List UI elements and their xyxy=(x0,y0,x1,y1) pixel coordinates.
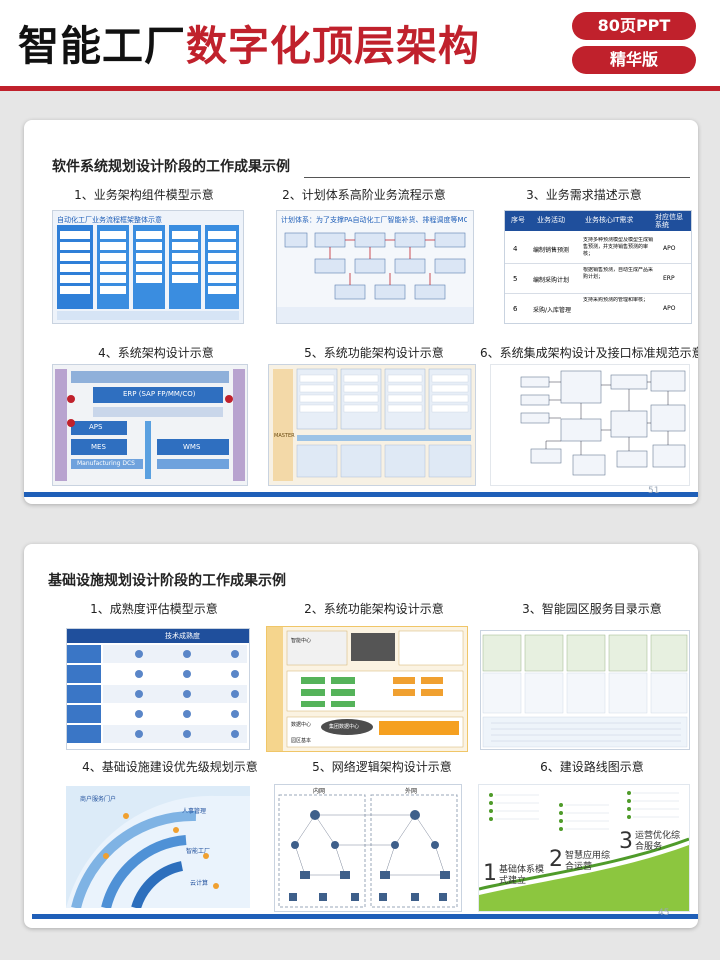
header-divider xyxy=(0,86,720,91)
integration-architecture-thumbnail xyxy=(490,364,690,486)
data-center-label: 数据中心 xyxy=(291,722,312,728)
table-header-cell: 序号 xyxy=(511,216,525,224)
slide-footer-bar xyxy=(24,492,698,497)
table-header: 序号 业务活动 业务核心IT需求 对应信息系统 xyxy=(505,211,691,231)
table-header-cell: 业务核心IT需求 xyxy=(585,216,634,224)
architecture-graphic xyxy=(55,369,245,481)
network-topology-graphic xyxy=(278,794,458,908)
table-row: 6 采购/入库管理 支持采购预测的管理和审核； APO xyxy=(505,295,691,323)
title-rule xyxy=(304,177,690,178)
roadmap-thumbnail: 1 基础体系模式建立 2 智慧应用综合运营 3 运营优化综合服务 xyxy=(478,784,690,912)
priority-plan-thumbnail: 商户服务门户 人事管理 智能工厂 云计算 xyxy=(66,786,250,908)
thumbnail-title: 自动化工厂业务流程框架整体示意 xyxy=(57,216,162,224)
table-row: 4 编制销售预测 支持多种预测模型及模型生成销售预测，并支持销售预测的审核； A… xyxy=(505,235,691,264)
roadmap-stage-name: 智慧应用综合运营 xyxy=(565,851,611,872)
edition-badge: 精华版 xyxy=(572,46,696,74)
wms-label: WMS xyxy=(183,443,201,451)
infra-function-thumbnail: 智能中心 数据中心 集团数据中心 园区基本 xyxy=(266,626,468,752)
priority-label: 智能工厂 xyxy=(186,848,211,855)
service-catalog-thumbnail xyxy=(480,630,690,750)
table-cell: APO xyxy=(663,305,676,312)
table-row: 5 编制采购计划 根据销售预测，自动生成产品采购计划； ERP xyxy=(505,265,691,294)
table-cell: 根据销售预测，自动生成产品采购计划； xyxy=(583,267,653,280)
roadmap-stage-name: 基础体系模式建立 xyxy=(499,865,545,886)
priority-label: 云计算 xyxy=(190,880,209,887)
table-cell: 5 xyxy=(513,275,518,283)
priority-label: 人事管理 xyxy=(182,808,207,815)
component-grid-graphic xyxy=(57,225,239,320)
dcs-label: Manufacturing DCS xyxy=(77,460,135,467)
table-cell: 支持多种预测模型及模型生成销售预测，并支持销售预测的审核； xyxy=(583,237,653,257)
flow-diagram-graphic xyxy=(277,232,473,323)
system-architecture-thumbnail: ERP (SAP FP/MM/CO) APS MES WMS Manufactu… xyxy=(52,364,248,486)
service-catalog-graphic xyxy=(482,634,688,748)
panel-caption: 4、系统架构设计示意 xyxy=(98,346,214,360)
table-cell: APO xyxy=(663,245,676,252)
intranet-label: 内网 xyxy=(313,788,326,795)
slide-page-number: 45 xyxy=(658,908,670,918)
table-header-cell: 对应信息系统 xyxy=(655,213,683,229)
panel-caption: 2、系统功能架构设计示意 xyxy=(304,602,444,616)
page-title: 智能工厂数字化顶层架构 xyxy=(18,12,480,72)
panel-caption: 5、系统功能架构设计示意 xyxy=(304,346,444,360)
slide-title: 软件系统规划设计阶段的工作成果示例 xyxy=(52,159,290,175)
panel-caption: 6、建设路线图示意 xyxy=(540,760,644,774)
panel-caption: 3、智能园区服务目录示意 xyxy=(522,602,662,616)
page-count-badge: 80页PPT xyxy=(572,12,696,40)
maturity-header-label: 技术成熟度 xyxy=(165,632,200,640)
table-cell: 支持采购预测的管理和审核； xyxy=(583,297,649,303)
panel-caption: 6、系统集成架构设计及接口标准规范示意 xyxy=(480,346,698,360)
table-cell: 编制采购计划 xyxy=(533,277,570,284)
panel-caption: 2、计划体系高阶业务流程示意 xyxy=(282,188,446,202)
maturity-model-thumbnail: 技术成熟度 xyxy=(66,628,250,750)
thumbnail-title: 计划体系：为了支撑PA自动化工厂智能补货、排程调度等MC面业模式 xyxy=(281,216,467,224)
maturity-table-graphic xyxy=(67,629,249,743)
table-cell: 采购/入库管理 xyxy=(533,307,572,314)
table-cell: ERP xyxy=(663,275,675,282)
aps-label: APS xyxy=(89,423,103,431)
master-label: MASTER xyxy=(274,433,295,439)
slide-title: 基础设施规划设计阶段的工作成果示例 xyxy=(48,573,286,589)
page-title-part1: 智能工厂 xyxy=(18,22,186,70)
table-cell: 编制销售预测 xyxy=(533,247,570,254)
page-title-part2: 数字化顶层架构 xyxy=(186,22,480,70)
table-header-cell: 业务活动 xyxy=(537,216,565,224)
group-datacenter-label: 集团数据中心 xyxy=(329,724,360,730)
roadmap-stage-number: 2 xyxy=(549,847,563,872)
panel-caption: 4、基础设施建设优先级规划示意 xyxy=(82,760,258,774)
mes-label: MES xyxy=(91,443,106,451)
planning-flow-thumbnail: 计划体系：为了支撑PA自动化工厂智能补货、排程调度等MC面业模式 xyxy=(276,210,474,324)
integration-graphic xyxy=(520,370,686,476)
panel-caption: 1、业务架构组件模型示意 xyxy=(74,188,214,202)
functional-architecture-thumbnail: MASTER xyxy=(268,364,476,486)
intelligence-center-label: 智能中心 xyxy=(291,638,312,644)
function-blocks-graphic xyxy=(273,368,472,481)
slide-page-number: 51 xyxy=(648,486,660,496)
software-planning-slide: 软件系统规划设计阶段的工作成果示例 1、业务架构组件模型示意 2、计划体系高阶业… xyxy=(24,120,698,504)
panel-caption: 3、业务需求描述示意 xyxy=(526,188,642,202)
roadmap-stage-name: 运营优化综合服务 xyxy=(635,831,681,852)
business-component-thumbnail: 自动化工厂业务流程框架整体示意 xyxy=(52,210,244,324)
infra-function-graphic xyxy=(267,627,464,751)
network-logic-thumbnail: 内网 外网 xyxy=(274,784,462,912)
park-basic-label: 园区基本 xyxy=(291,738,312,744)
roadmap-graphic xyxy=(479,791,689,911)
panel-caption: 5、网络逻辑架构设计示意 xyxy=(312,760,452,774)
slide-footer-bar xyxy=(32,914,698,919)
requirements-table-thumbnail: 序号 业务活动 业务核心IT需求 对应信息系统 4 编制销售预测 支持多种预测模… xyxy=(504,210,692,324)
infrastructure-planning-slide: 基础设施规划设计阶段的工作成果示例 1、成熟度评估模型示意 2、系统功能架构设计… xyxy=(24,544,698,928)
roadmap-stage-number: 3 xyxy=(619,829,633,854)
panel-caption: 1、成熟度评估模型示意 xyxy=(90,602,218,616)
priority-label: 商户服务门户 xyxy=(80,796,117,803)
table-cell: 6 xyxy=(513,305,518,313)
erp-label: ERP (SAP FP/MM/CO) xyxy=(123,390,196,398)
priority-arc-graphic xyxy=(66,795,250,908)
extranet-label: 外网 xyxy=(405,788,418,795)
page-header: 智能工厂数字化顶层架构 80页PPT 精华版 xyxy=(0,0,720,88)
roadmap-stage-number: 1 xyxy=(483,861,497,886)
table-cell: 4 xyxy=(513,245,518,253)
